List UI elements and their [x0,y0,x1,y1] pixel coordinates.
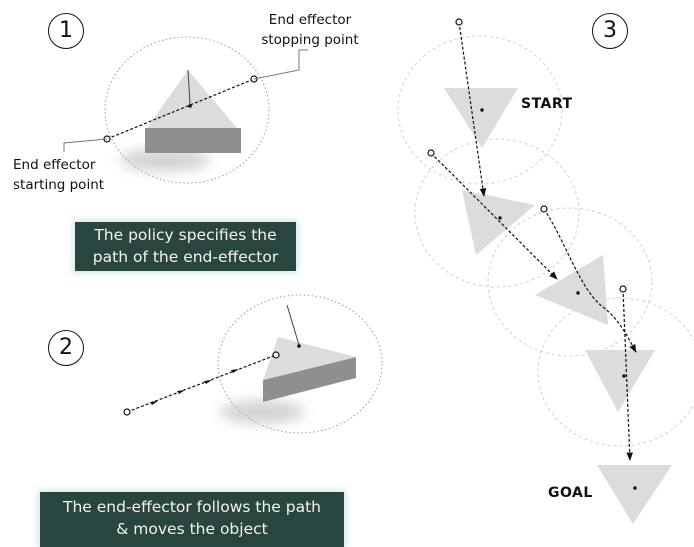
goal-label: GOAL [548,485,593,501]
stopping-point-label: End effector stopping point [250,10,370,50]
follow-path-caption-line1: The end-effector follows the path [63,498,321,516]
start-label-leader [63,138,108,152]
starting-point-label: End effector starting point [13,155,133,195]
stopping-point-label-line1: End effector [268,12,352,28]
reach-region [217,294,383,434]
object-shadow [220,400,304,424]
policy-caption-line2: path of the end-effector [92,248,279,266]
policy-caption: The policy specifies the path of the end… [75,222,296,271]
starting-point-label-line2: starting point [13,177,105,193]
panel-3 [397,18,694,524]
stopping-point-label-line2: stopping point [261,32,359,48]
step-number-1: 1 [48,13,84,49]
follow-path-caption-line2: & moves the object [116,520,268,538]
object [263,304,356,402]
stop-label-leader [253,49,308,80]
step-number-3: 3 [592,13,628,49]
path-direction-arrows [150,369,239,405]
object-poses [444,88,672,524]
starting-point-label-line1: End effector [13,157,96,173]
start-point [123,408,131,416]
follow-path-caption: The end-effector follows the path & move… [40,492,344,547]
panel-1 [63,36,308,184]
object [145,69,241,153]
object-shadow [120,148,210,172]
push-start-points [427,18,627,293]
policy-caption-line1: The policy specifies the [94,226,277,244]
reach-regions [397,35,694,447]
reach-region [104,36,270,184]
object-centers [480,108,637,490]
push-paths [430,21,637,461]
panel-2 [123,294,383,434]
planned-path [106,78,255,140]
stop-point [272,351,280,359]
step-number-2: 2 [48,330,84,366]
start-label: START [521,96,573,112]
